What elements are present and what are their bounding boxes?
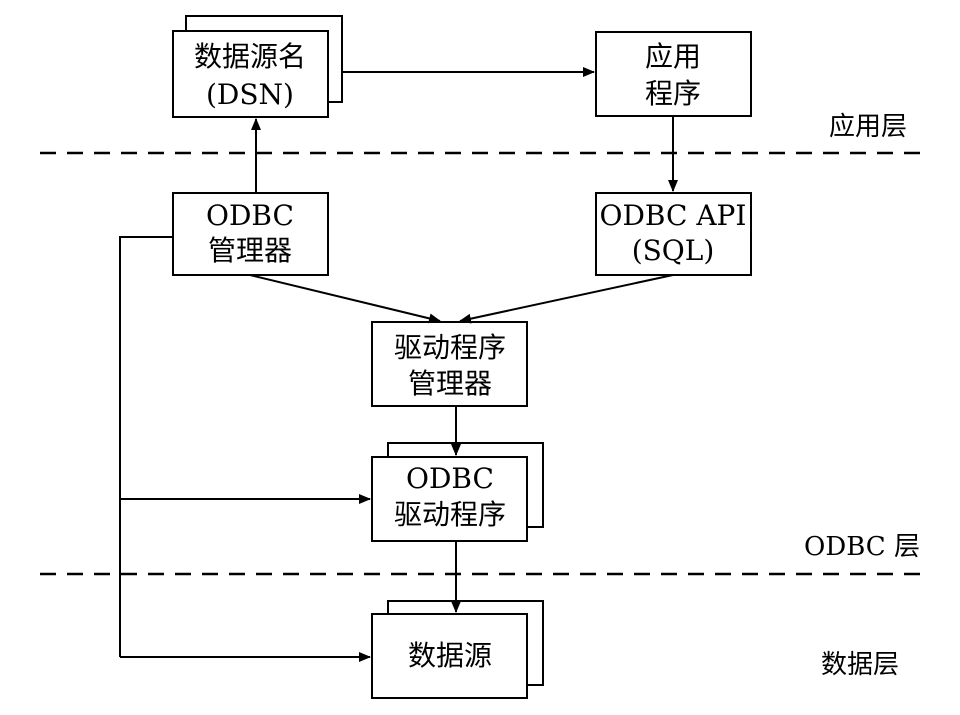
data-source-node-box [371,613,528,699]
application-node: 应用 程序 [595,31,752,117]
odbc-manager-node: ODBC 管理器 [172,192,329,276]
application-node-line1: 应用 [645,40,701,73]
odbc-manager-node-box [172,192,329,276]
dsn-node: 数据源名 (DSN) [172,15,343,118]
odbc-api-node: ODBC API (SQL) [595,192,752,276]
odbc-driver-node-box [371,456,528,542]
driver-manager-node: 驱动程序 管理器 [371,321,528,407]
odbc-manager-to-driver-manager-arrow [249,274,441,324]
odbc-driver-node-line1: ODBC [406,462,494,495]
application-node-box [595,31,752,117]
odbc-api-node-box [595,192,752,276]
driver-manager-node-line1: 驱动程序 [394,331,506,364]
dsn-node-box [172,30,329,118]
odbc-manager-node-line1: ODBC [206,199,294,232]
application-layer-label: 应用层 [829,112,907,142]
data-source-node: 数据源 [371,600,544,699]
odbc-api-to-driver-manager-arrow [459,274,674,324]
application-node-line2: 程序 [645,77,701,110]
dsn-node-title: 数据源名 [194,40,306,73]
odbc-driver-node: ODBC 驱动程序 [371,442,544,542]
driver-manager-node-box [371,321,528,407]
data-layer-label: 数据层 [821,650,899,680]
odbc-api-node-line2: (SQL) [632,234,715,267]
driver-manager-node-line2: 管理器 [408,367,492,400]
odbc-manager-node-line2: 管理器 [208,234,292,267]
odbc-driver-node-line2: 驱动程序 [394,498,506,531]
odbc-api-node-line1: ODBC API [600,199,747,232]
dsn-node-subtitle: (DSN) [206,78,294,111]
odbc-layer-label: ODBC 层 [804,532,920,562]
data-source-node-label: 数据源 [408,639,492,672]
odbc-manager-left-bus-line [119,236,173,657]
